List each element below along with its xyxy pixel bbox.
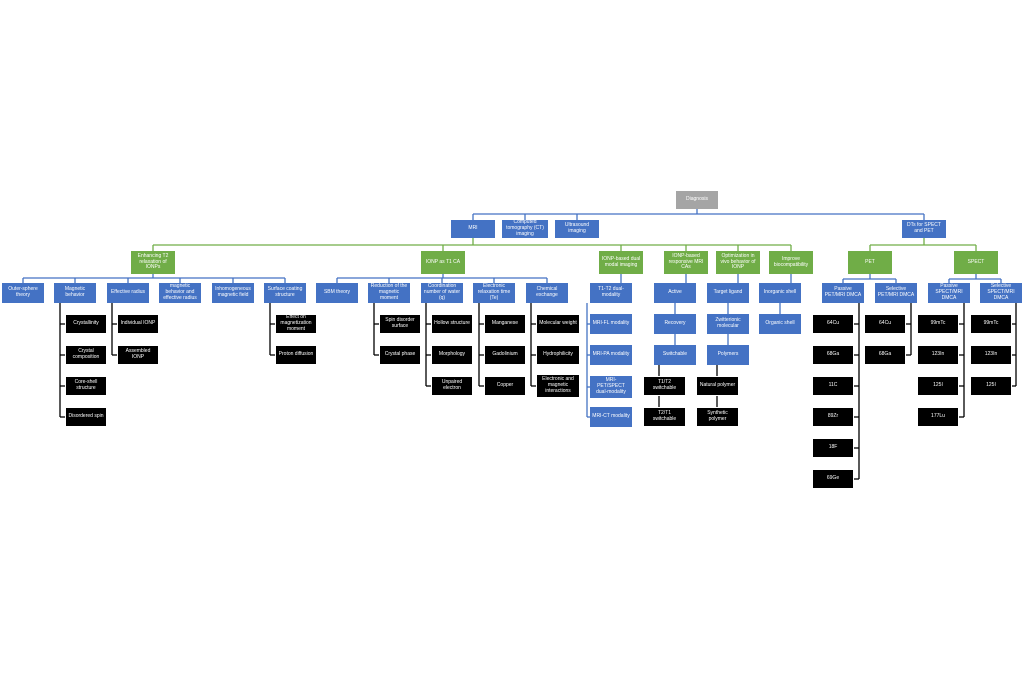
surface-coating-node: Surface coating structure xyxy=(264,283,306,303)
mri-fl-node: MRI-FL modality xyxy=(590,314,632,334)
polymers-node: Polymers xyxy=(707,345,749,365)
passive-spect-125i-leaf: 125I xyxy=(917,376,959,396)
pet-node: PET xyxy=(848,251,892,274)
passive-spect-177lu-leaf: 177Lu xyxy=(917,407,959,427)
t1-t2-switchable-leaf: T1/T2 switchable xyxy=(643,376,686,396)
electronic-relaxation-node: Electronic relaxation time (Te) xyxy=(473,283,515,303)
magnetization-effect-leaf: Effect on magnetization moment xyxy=(275,314,317,334)
passive-pet-89zr-leaf: 89Zr xyxy=(812,407,854,427)
dts-spect-pet-node: DTs for SPECT and PET xyxy=(902,220,946,238)
synthetic-polymer-leaf: Synthetic polymer xyxy=(696,407,739,427)
switchable-node: Switchable xyxy=(654,345,696,365)
target-ligand-node: Target ligand xyxy=(707,283,749,303)
passive-pet-18f-leaf: 18F xyxy=(812,438,854,458)
natural-polymer-leaf: Natural polymer xyxy=(696,376,739,396)
mri-pet-spect-node: MRI-PET/SPECT dual-modality xyxy=(590,376,632,398)
passive-spect-123in-leaf: 123In xyxy=(917,345,959,365)
ultrasound-node: Ultrasound imaging xyxy=(555,220,599,238)
coordination-number-node: Coordination number of water (q) xyxy=(421,283,463,303)
passive-spect-node: Passive SPECT/MRI DMCA xyxy=(928,283,970,303)
mri-node: MRI xyxy=(451,220,495,238)
responsive-mri-node: IONP-based responsive MRI CAs xyxy=(664,251,708,274)
electronic-magnetic-leaf: Electronic and magnetic interactions xyxy=(536,374,580,398)
sbm-theory-node: SBM theory xyxy=(316,283,358,303)
in-vivo-behavior-node: Optimization in vivo behavior of IONP xyxy=(716,251,760,274)
disordered-spin-leaf: Disordered spin xyxy=(65,407,107,427)
magnetic-behavior-radius-node: magnetic behavior and effective radius xyxy=(159,283,201,303)
passive-pet-68ga-leaf: 68Ga xyxy=(812,345,854,365)
magnetic-moment-reduction-node: Reduction of the magnetic moment xyxy=(368,283,410,303)
morphology-leaf: Morphology xyxy=(431,345,473,365)
mri-pa-node: MRI-PA modality xyxy=(590,345,632,365)
individual-ionp-leaf: Individual IONP xyxy=(117,314,159,334)
crystal-composition-leaf: Crystal composition xyxy=(65,345,107,365)
selective-pet-node: Selective PET/MRI DMCA xyxy=(875,283,917,303)
selective-spect-node: Selective SPECT/MRI DMCA xyxy=(980,283,1022,303)
assembled-ionp-leaf: Assembled IONP xyxy=(117,345,159,365)
recovery-node: Recovery xyxy=(654,314,696,334)
passive-pet-node: Passive PET/MRI DMCA xyxy=(822,283,864,303)
passive-pet-69ge-leaf: 69Ge xyxy=(812,469,854,489)
hollow-structure-leaf: Hollow structure xyxy=(431,314,473,334)
effective-radius-node: Effective radius xyxy=(107,283,149,303)
mri-ct-node: MRI-CT modality xyxy=(590,407,632,427)
inhomogeneous-field-node: Inhomogeneous magnetic field xyxy=(212,283,254,303)
gadolinium-leaf: Gadolinium xyxy=(484,345,526,365)
outer-sphere-node: Outer-sphere theory xyxy=(2,283,44,303)
manganese-leaf: Manganese xyxy=(484,314,526,334)
selective-pet-64cu-leaf: 64Cu xyxy=(864,314,906,334)
molecular-weight-leaf: Molecular weight xyxy=(536,314,580,334)
spin-disorder-leaf: Spin disorder surface xyxy=(379,314,421,334)
crystal-phase-leaf: Crystal phase xyxy=(379,345,421,365)
biocompatibility-node: Improve biocompatibility xyxy=(769,251,813,274)
zwitterionic-node: Zwitterionic molecular xyxy=(707,314,749,334)
t1-ca-node: IONP as T1 CA xyxy=(421,251,465,274)
unpaired-electron-leaf: Unpaired electron xyxy=(431,376,473,396)
crystallinity-leaf: Crystallinity xyxy=(65,314,107,334)
dual-modal-node: IONP-based dual modal imaging xyxy=(599,251,643,274)
selective-spect-123in-leaf: 123In xyxy=(970,345,1012,365)
organic-shell-node: Organic shell xyxy=(759,314,801,334)
selective-spect-99tc-leaf: 99mTc xyxy=(970,314,1012,334)
hydrophilicity-leaf: Hydrophilicity xyxy=(536,345,580,365)
proton-diffusion-leaf: Proton diffusion xyxy=(275,345,317,365)
passive-pet-64cu-leaf: 64Cu xyxy=(812,314,854,334)
t2-relaxation-node: Enhancing T2 relaxation of IONPs xyxy=(131,251,175,274)
chemical-exchange-node: Chemical exchange xyxy=(526,283,568,303)
passive-spect-99tc-leaf: 99mTc xyxy=(917,314,959,334)
t2-t1-switchable-leaf: T2/T1 switchable xyxy=(643,407,686,427)
selective-spect-125i-leaf: 125I xyxy=(970,376,1012,396)
inorganic-shell-node: Inorganic shell xyxy=(759,283,801,303)
magnetic-behavior-node: Magnetic behavior xyxy=(54,283,96,303)
passive-pet-11c-leaf: 11C xyxy=(812,376,854,396)
t1-t2-dual-node: T1-T2 dual-modality xyxy=(590,283,632,303)
diagnosis-node: Diagnosis xyxy=(676,191,718,209)
spect-node: SPECT xyxy=(954,251,998,274)
ct-node: Computed tomography (CT) imaging xyxy=(502,220,548,238)
selective-pet-68ga-leaf: 68Ga xyxy=(864,345,906,365)
active-node: Active xyxy=(654,283,696,303)
core-shell-leaf: Core-shell structure xyxy=(65,376,107,396)
copper-leaf: Copper xyxy=(484,376,526,396)
